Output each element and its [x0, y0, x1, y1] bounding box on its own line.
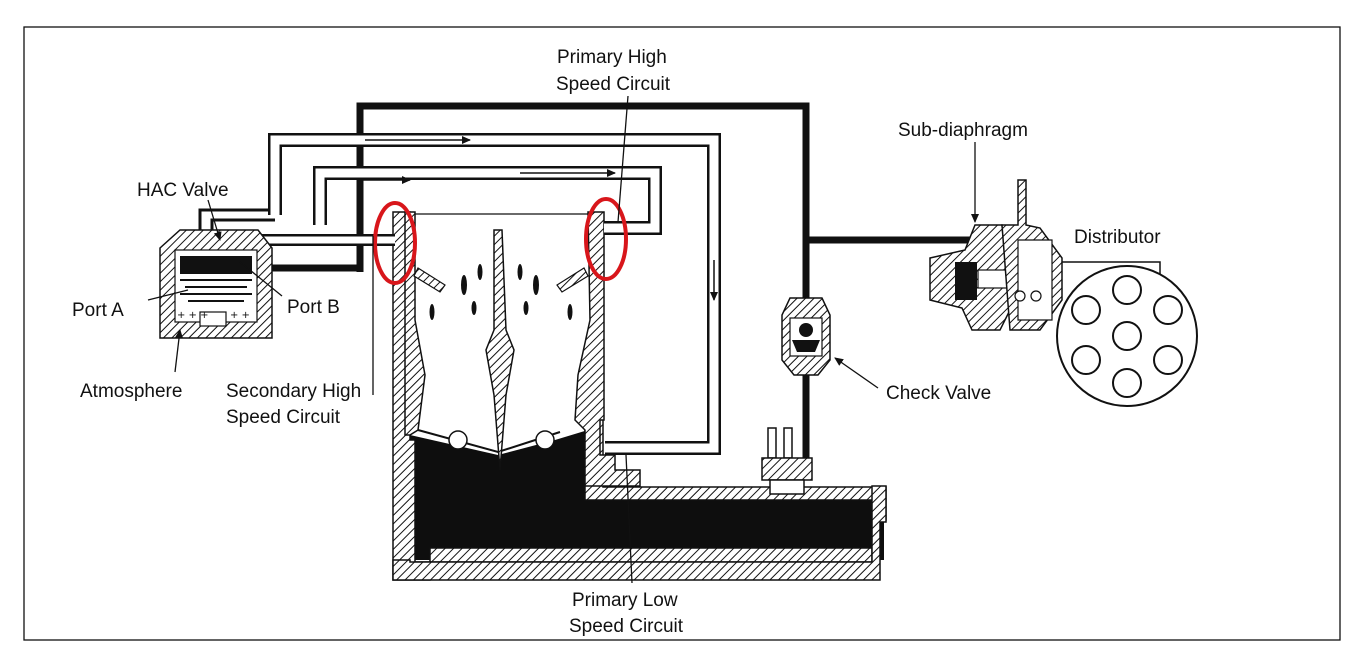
distributor: [1056, 265, 1198, 407]
svg-text:+ + +: + + +: [177, 310, 209, 321]
primary-high-line-1: Primary High: [557, 47, 667, 68]
label-port-a: Port A: [72, 300, 124, 321]
highlight-circle-right: [584, 197, 628, 281]
venturi-right-wall: [574, 211, 641, 487]
label-check-valve: Check Valve: [886, 383, 991, 404]
label-primary-low-speed-circuit: Primary Low Speed Circuit: [569, 590, 684, 637]
check-valve: [781, 297, 831, 376]
leader-lines: [147, 95, 979, 584]
label-distributor: Distributor: [1074, 227, 1161, 248]
highlight-circle-left: [373, 201, 417, 285]
bowl-wall: [392, 211, 887, 581]
thermo-switch: [761, 427, 813, 495]
hac-valve: + + + + +: [159, 208, 275, 339]
primary-high-speed-passage: [258, 133, 721, 455]
vacuum-line-main: [356, 102, 810, 300]
label-atmosphere: Atmosphere: [80, 381, 182, 402]
label-secondary-high-speed-circuit: Secondary High Speed Circuit: [226, 381, 361, 428]
diagram-frame: [23, 26, 1341, 641]
secondary-high-line-1: Secondary High: [226, 381, 361, 402]
carburetor-body: [392, 211, 887, 581]
label-port-b: Port B: [287, 297, 340, 318]
primary-high-line-2: Speed Circuit: [556, 74, 671, 95]
primary-low-line-1: Primary Low: [572, 590, 678, 611]
label-sub-diaphragm: Sub-diaphragm: [898, 120, 1028, 141]
label-hac-valve: HAC Valve: [137, 180, 229, 201]
secondary-high-line-2: Speed Circuit: [226, 407, 341, 428]
label-primary-high-speed-circuit: Primary High Speed Circuit: [556, 47, 671, 95]
primary-low-line-2: Speed Circuit: [569, 616, 684, 637]
sub-diaphragm: [929, 179, 1161, 331]
svg-text:+ +: + +: [230, 310, 250, 321]
